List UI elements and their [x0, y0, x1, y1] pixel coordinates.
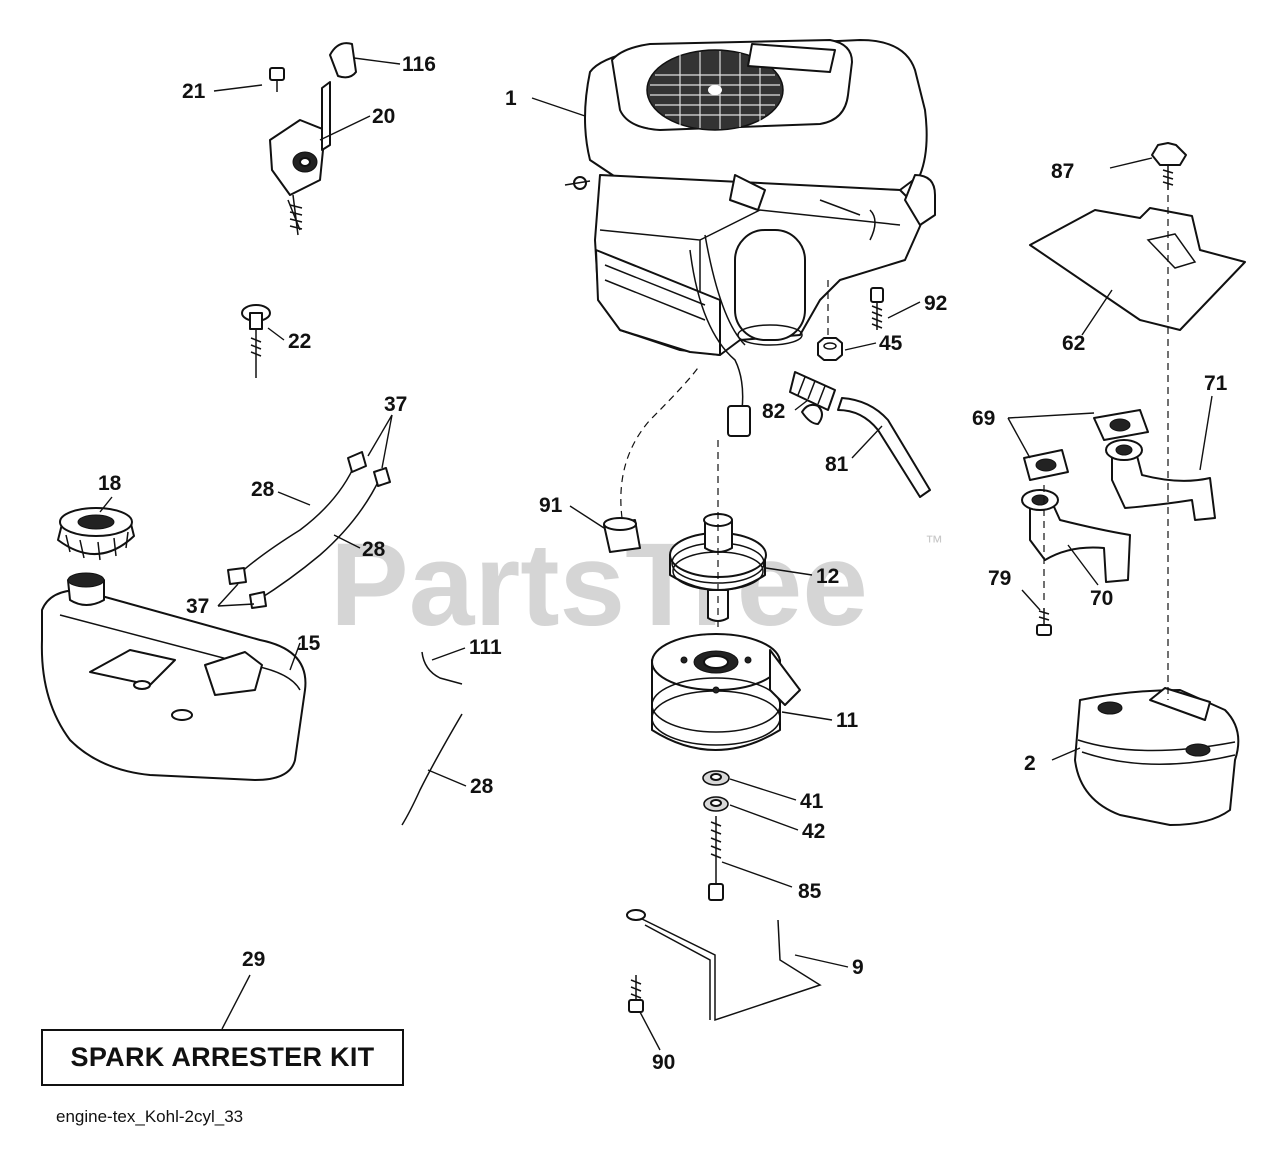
- callout-90: 90: [652, 1051, 675, 1074]
- bolt-21: [269, 67, 285, 92]
- knob-116: [329, 42, 357, 79]
- watermark-trademark: ™: [925, 532, 943, 552]
- muffler-2: [1074, 687, 1240, 826]
- callout-71: 71: [1204, 372, 1228, 395]
- callout-18: 18: [98, 472, 122, 495]
- callout-87: 87: [1051, 160, 1074, 183]
- callout-37-bottom: 37: [186, 595, 209, 618]
- bolt-92: [870, 287, 884, 330]
- leader-lines: [99, 57, 1213, 1051]
- bolt-79: [1036, 608, 1052, 636]
- plug-22: [241, 304, 271, 378]
- pulley-12: [669, 513, 767, 622]
- clutch-11: [651, 633, 801, 751]
- spark-arrester-kit-box: SPARK ARRESTER KIT: [41, 1029, 404, 1086]
- callout-11: 11: [836, 709, 859, 732]
- hose-28b: [257, 477, 381, 601]
- callout-70: 70: [1090, 587, 1113, 610]
- callout-81: 81: [825, 453, 849, 476]
- exhaust-pipe-71: [1111, 447, 1216, 521]
- callout-21: 21: [182, 80, 206, 103]
- fuel-fitting-82: [789, 371, 836, 425]
- callout-41: 41: [800, 790, 824, 813]
- callout-92: 92: [924, 292, 947, 315]
- hose-28c: [401, 713, 463, 826]
- bracket-9: [639, 917, 822, 1022]
- callout-62: 62: [1062, 332, 1085, 355]
- knob-87: [1151, 142, 1187, 190]
- hose-111: [421, 651, 463, 685]
- gasket-69: [1023, 409, 1149, 481]
- callout-28-upper-right: 28: [362, 538, 386, 561]
- nut-45: [817, 337, 843, 361]
- callout-82: 82: [762, 400, 785, 423]
- bushing-91: [603, 517, 641, 553]
- engine-part: [564, 39, 936, 437]
- callout-111: 111: [469, 636, 502, 659]
- callout-1: 1: [505, 87, 517, 110]
- callout-116: 116: [402, 53, 436, 76]
- callout-12: 12: [816, 565, 839, 588]
- callout-28-lower: 28: [470, 775, 494, 798]
- callout-2: 2: [1024, 752, 1036, 775]
- callout-69: 69: [972, 407, 995, 430]
- callout-20: 20: [372, 105, 395, 128]
- callout-42: 42: [802, 820, 825, 843]
- throttle-control-20: [269, 81, 331, 236]
- bolt-85: [708, 816, 724, 901]
- fuel-line-81: [837, 397, 931, 498]
- callout-85: 85: [798, 880, 822, 903]
- lock-washer-42: [703, 796, 729, 812]
- drawing-code: engine-tex_Kohl-2cyl_33: [56, 1107, 244, 1126]
- callout-37-top: 37: [384, 393, 407, 416]
- callout-45: 45: [879, 332, 903, 355]
- exhaust-pipe-70: [1029, 497, 1131, 583]
- fuel-cap-18: [57, 507, 135, 561]
- callout-15: 15: [297, 632, 321, 655]
- callout-28-upper-left: 28: [251, 478, 275, 501]
- callout-22: 22: [288, 330, 311, 353]
- bolt-90: [628, 975, 644, 1013]
- heat-shield-62: [1029, 207, 1246, 331]
- callout-9: 9: [852, 956, 864, 979]
- hose-28a: [237, 461, 357, 576]
- washer-41: [702, 770, 730, 786]
- fuel-tank-15: [40, 572, 307, 781]
- callout-29: 29: [242, 948, 265, 971]
- callout-91: 91: [539, 494, 563, 517]
- callout-79: 79: [988, 567, 1011, 590]
- watermark: PartsTree: [330, 519, 868, 651]
